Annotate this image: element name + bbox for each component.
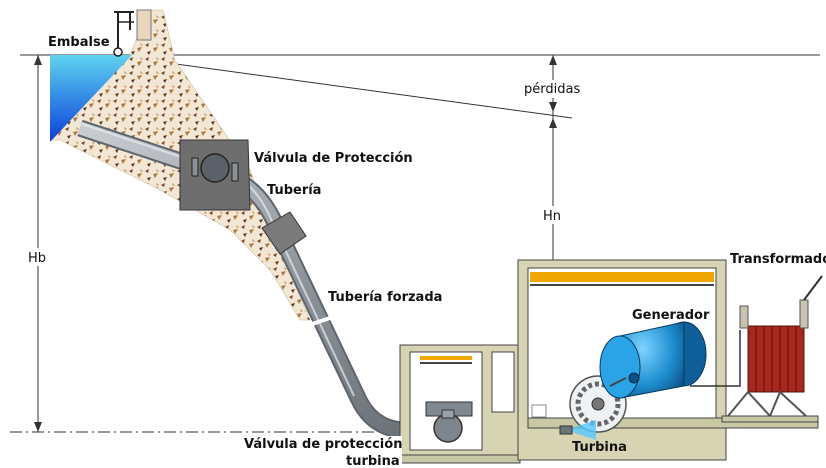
energy-line [109,54,573,119]
turbine-valve-label-line1: Válvula de protección [244,437,402,452]
bushing-icon [799,299,809,329]
generator-label: Generador [632,308,710,323]
generator [599,321,707,399]
dam-gate [113,11,134,57]
net-head-dimension: pérdidas Hn [520,55,588,432]
water-jet [566,420,596,440]
pipe-label: Tubería [267,183,321,198]
losses-label: pérdidas [524,82,580,97]
crane-rail [420,356,472,360]
protection-valve-label: Válvula de Protección [254,151,413,166]
arrow-up-icon [34,55,42,65]
reservoir-label: Embalse [48,35,110,50]
arrow-up-icon [549,55,557,65]
turbine-valve-label-line2: turbina [346,454,400,468]
transformer-stand [727,390,807,418]
bushing-icon [739,305,749,329]
transformer-label: Transformado [730,252,826,267]
power-cable [690,330,741,387]
valve-chamber [179,139,251,211]
anchor-block [261,211,307,255]
turbine-valve [425,401,473,443]
turbine-label: Turbina [572,440,627,455]
pipe-break-mark [311,316,331,326]
gross-head-dimension: Hb [26,55,50,432]
transformer [721,275,823,423]
arrow-down-icon [549,102,557,112]
gross-head-label: Hb [28,251,46,266]
powerhouse-crane-rail [530,272,714,282]
reservoir-water [50,55,132,142]
net-head-label: Hn [543,209,561,224]
arrow-down-icon [34,422,42,432]
penstock-label: Tubería forzada [328,290,442,305]
protection-valve-icon [200,153,230,183]
arrow-up-icon [549,118,557,128]
